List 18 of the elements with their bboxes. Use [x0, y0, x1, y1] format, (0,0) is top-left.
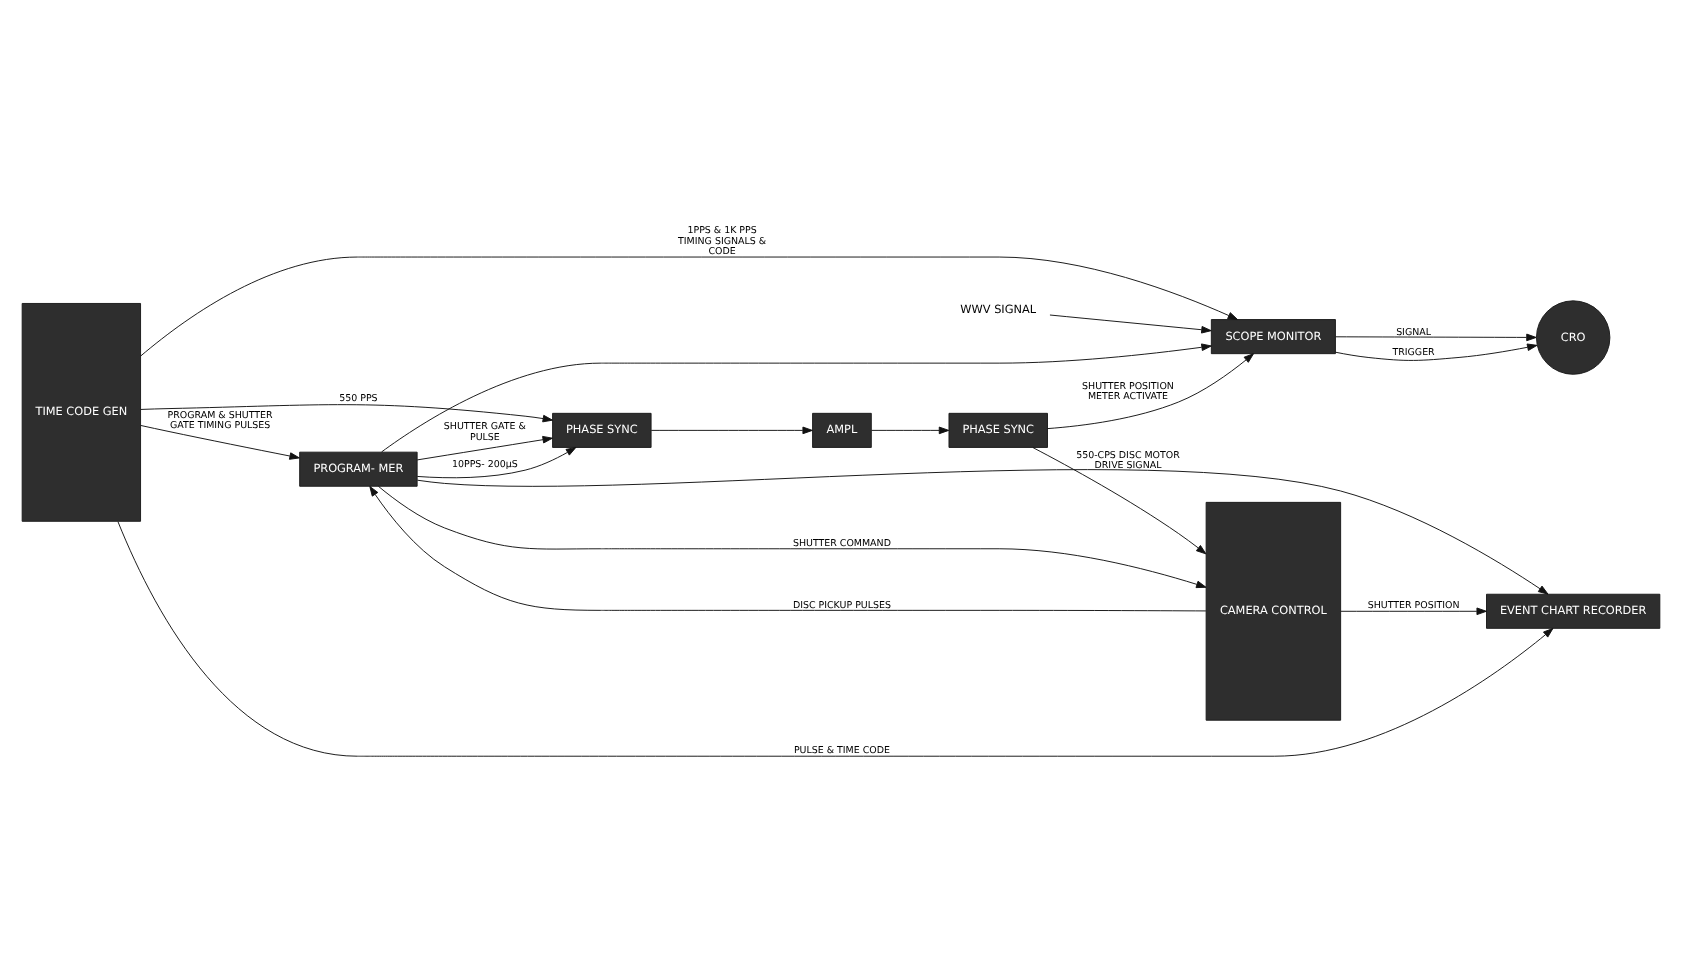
arrow: [1047, 352, 1254, 429]
arrow: [140, 424, 300, 459]
arrow: [650, 425, 813, 434]
arrow: [1032, 446, 1207, 554]
arrow: [369, 484, 1207, 611]
arrow: [1335, 342, 1538, 360]
arrow: [140, 255, 1239, 356]
arrow: [378, 484, 1207, 588]
arrow: [117, 520, 1554, 756]
arrow: [1335, 332, 1537, 341]
arrow: [1049, 313, 1212, 333]
arrow: [416, 434, 553, 460]
arrow: [140, 403, 553, 422]
arrow: [381, 342, 1212, 452]
arrow: [1340, 606, 1487, 615]
arrow: [416, 468, 1549, 594]
arrow: [871, 425, 950, 434]
arrow: [416, 446, 577, 478]
